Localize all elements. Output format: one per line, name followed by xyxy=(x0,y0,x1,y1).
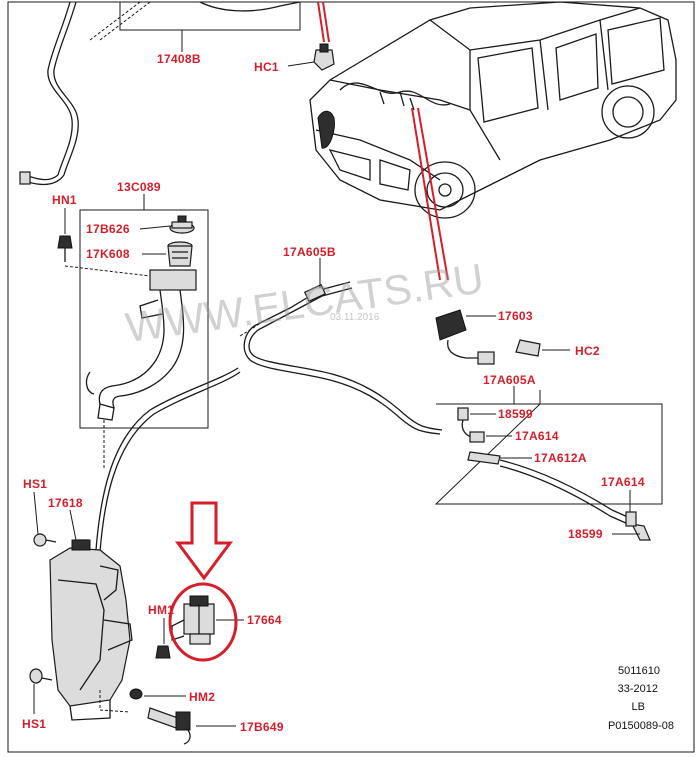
down-arrow-icon xyxy=(175,501,233,581)
callout-17a614-right: 17A614 xyxy=(601,475,645,489)
clip-hc1 xyxy=(313,43,335,71)
footer-code-1: 5011610 xyxy=(618,665,660,677)
washer-reservoir xyxy=(49,539,133,721)
grommet-hm1 xyxy=(155,645,171,659)
group-13c089-box xyxy=(79,209,209,429)
callout-17a614-top: 17A614 xyxy=(515,429,559,443)
callout-17618: 17618 xyxy=(48,496,83,510)
watermark-text: WWW.ELCATS.RU xyxy=(123,254,487,351)
screw-hs1-bottom xyxy=(29,668,53,684)
washer-pump xyxy=(171,595,215,645)
group-17a605a-box xyxy=(434,390,663,505)
callout-17664: 17664 xyxy=(247,613,282,627)
filler-strainer xyxy=(167,241,193,267)
hose-17a605b xyxy=(95,281,443,553)
watermark-date: 03.11.2016 xyxy=(330,312,380,323)
callout-hm2: HM2 xyxy=(189,690,215,704)
footer-code-4: P0150089-08 xyxy=(608,720,674,732)
grommet-hn1 xyxy=(57,235,73,262)
group-17408b-box xyxy=(119,2,301,31)
callout-18599-top: 18599 xyxy=(498,407,533,421)
screw-hs1-top xyxy=(33,533,57,547)
callout-17a612a: 17A612A xyxy=(534,451,587,465)
footer-code-2: 33-2012 xyxy=(618,683,658,695)
callout-17a605a: 17A605A xyxy=(483,373,536,387)
washer-jet xyxy=(435,309,495,365)
diagram-frame xyxy=(7,1,695,753)
callout-17k608: 17K608 xyxy=(86,247,130,261)
filler-cap xyxy=(169,215,195,234)
circle-highlight-icon xyxy=(168,582,238,662)
callout-17b626: 17B626 xyxy=(86,222,130,236)
callout-17b649: 17B649 xyxy=(240,720,284,734)
callout-17a605b: 17A605B xyxy=(283,245,336,259)
clip-hc2 xyxy=(515,339,541,357)
callout-hs1-bottom: HS1 xyxy=(22,717,46,731)
level-sensor xyxy=(147,707,191,745)
callout-hm1: HM1 xyxy=(148,603,174,617)
vehicle-illustration xyxy=(309,1,677,219)
callout-hn1: HN1 xyxy=(52,193,77,207)
hose-connectors xyxy=(457,407,651,541)
callout-13c089: 13C089 xyxy=(117,180,161,194)
callout-18599-bottom: 18599 xyxy=(568,527,603,541)
footer-code-3: LB xyxy=(632,701,645,713)
filler-neck xyxy=(85,269,197,421)
callout-17408b: 17408B xyxy=(157,52,201,66)
callout-hc1: HC1 xyxy=(254,60,279,74)
callout-hc2: HC2 xyxy=(575,344,600,358)
grommet-hm2 xyxy=(129,688,143,700)
callout-17603: 17603 xyxy=(498,309,533,323)
hose-assembly-top-left xyxy=(19,1,301,186)
callout-hs1-top: HS1 xyxy=(23,477,47,491)
